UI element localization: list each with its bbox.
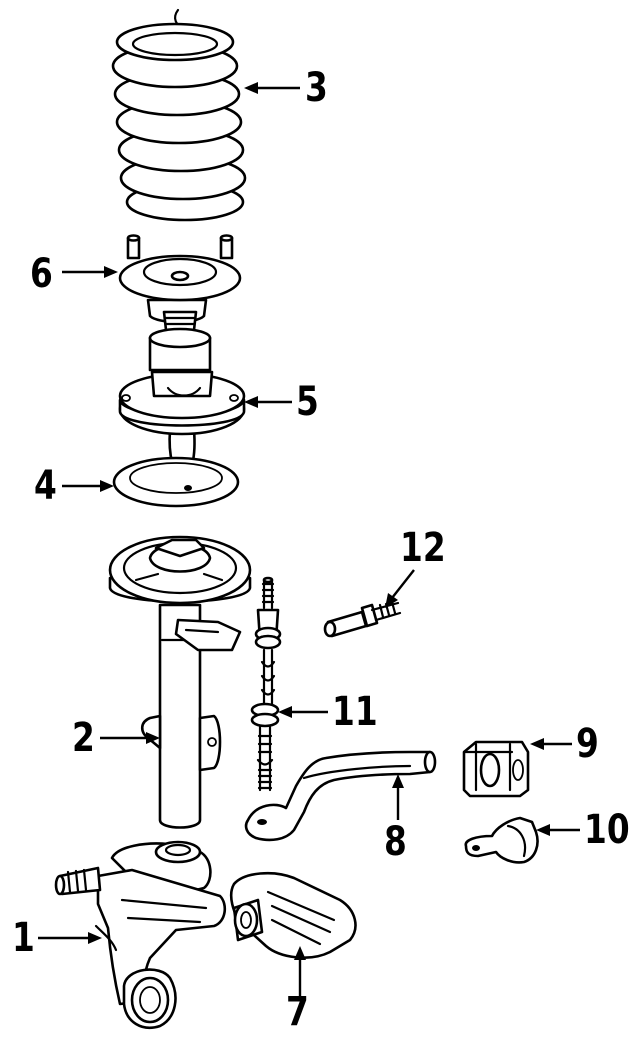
bushing-bracket (464, 816, 539, 864)
bolt (323, 600, 402, 638)
callout-5: 5 (296, 379, 319, 425)
callout-1: 1 (12, 915, 35, 961)
callout-leaders (38, 82, 580, 1000)
lower-arm-bracket (230, 871, 357, 959)
stabilizer-link (250, 576, 282, 792)
callout-3: 3 (305, 65, 328, 111)
callout-10: 10 (584, 807, 630, 853)
steering-knuckle (54, 840, 227, 1029)
strut-mount (118, 234, 242, 324)
callout-8: 8 (384, 819, 407, 865)
stabilizer-bar (244, 750, 437, 842)
callout-11: 11 (332, 689, 378, 735)
callout-6: 6 (30, 251, 53, 297)
callout-4: 4 (34, 463, 57, 509)
coil-spring (111, 8, 247, 222)
stabilizer-bushing (462, 740, 530, 798)
callout-9: 9 (576, 721, 599, 767)
spring-insulator (112, 456, 240, 508)
callout-7: 7 (286, 989, 309, 1035)
callout-2: 2 (72, 715, 95, 761)
upper-spring-seat (118, 310, 246, 480)
strut-assembly (108, 535, 252, 829)
callout-12: 12 (400, 525, 446, 571)
